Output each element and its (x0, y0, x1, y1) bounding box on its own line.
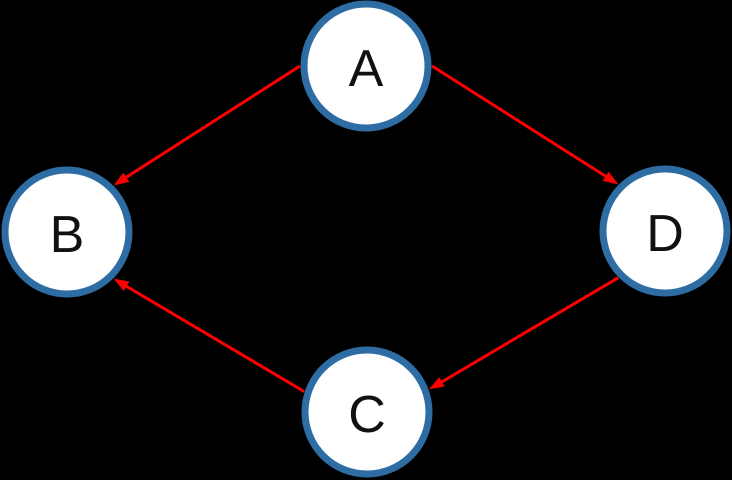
node-label-D: D (646, 205, 684, 263)
node-label-C: C (348, 386, 386, 444)
edge-A-B (122, 64, 301, 181)
node-label-B: B (50, 206, 85, 264)
node-A (300, 0, 432, 132)
arrowhead-D-C (429, 377, 445, 390)
arrowhead-A-D (602, 171, 619, 185)
node-D (599, 165, 731, 297)
edge-C-B (123, 283, 305, 393)
arrowhead-A-B (113, 172, 130, 186)
node-label-A: A (349, 40, 384, 98)
arrowhead-C-B (113, 278, 130, 292)
node-C (301, 346, 433, 478)
edge-A-D (431, 64, 610, 180)
edge-D-C (438, 276, 620, 385)
node-B (1, 166, 133, 298)
